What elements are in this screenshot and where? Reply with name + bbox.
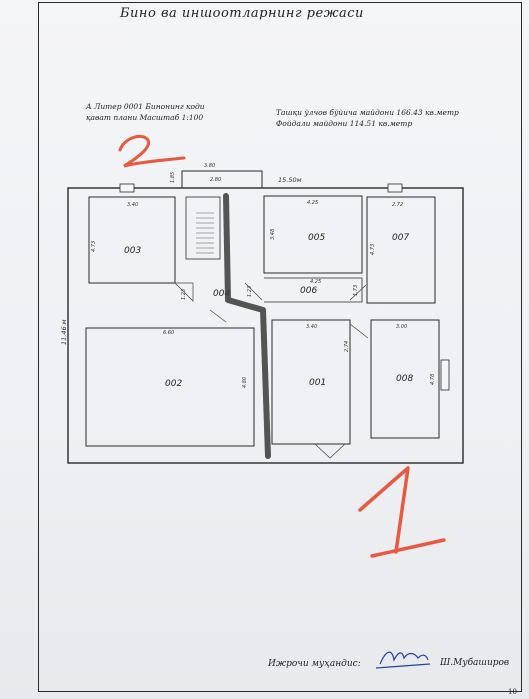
engineer-label: Ижрочи муҳандис:: [268, 659, 361, 669]
handwritten-1-mark: [358, 466, 446, 558]
room-006-outline: [264, 277, 363, 303]
room-008-label: 008: [396, 374, 413, 384]
porch-depth: 1.85: [170, 172, 176, 183]
room-003-width: 3.40: [127, 202, 138, 208]
room-007-label: 007: [392, 233, 409, 243]
drawing-frame: [38, 2, 522, 692]
room-002-outline: [85, 327, 255, 447]
overall-depth: 11.46 м: [60, 319, 68, 345]
room-003-depth: 4.73: [91, 241, 97, 252]
window: [387, 183, 403, 193]
page-title: Бино ва иншоотларнинг режаси: [120, 6, 364, 21]
stair: [185, 196, 221, 260]
page-number: 10: [508, 688, 517, 696]
door-dim: 2.74: [344, 341, 350, 352]
porch-width: 3.80: [204, 163, 215, 169]
room-002-width: 6.60: [163, 330, 174, 336]
porch: [181, 170, 263, 188]
room-002-depth: 4.80: [242, 377, 248, 388]
door-swings: [174, 282, 369, 459]
room-005-width: 4.25: [307, 200, 318, 206]
stair-treads: [196, 212, 214, 254]
room-004-depth: 1.23: [247, 286, 253, 297]
scale-label: қават плани Масштаб 1:100: [86, 113, 204, 122]
room-001-width: 3.40: [306, 324, 317, 330]
room-001-outline: [271, 319, 351, 445]
window: [440, 359, 450, 391]
window: [119, 183, 135, 193]
door-width: 2.80: [210, 177, 221, 183]
room-006-label: 006: [300, 286, 317, 296]
room-008-outline: [370, 319, 440, 439]
room-002-label: 002: [165, 379, 182, 389]
room-003-outline: [88, 196, 176, 284]
room-008-width: 3.00: [396, 324, 407, 330]
total-area: Ташқи ўлчов бўйича майдони 166.43 кв.мет…: [276, 108, 459, 117]
room-003-label: 003: [124, 246, 141, 256]
engineer-signature: [375, 651, 431, 669]
useful-area: Фойдали майдони 114.51 кв.метр: [276, 119, 413, 128]
room-004-label: 004: [213, 289, 230, 299]
corridor-dim: 1.73: [353, 285, 359, 296]
room-005-label: 005: [308, 233, 325, 243]
hall-dim: 1.23: [181, 289, 187, 300]
room-007-width: 2.72: [392, 202, 403, 208]
handwritten-2-mark: [118, 134, 186, 168]
liter-code: А Литер 0001 Бинонинг коди: [86, 102, 205, 111]
room-008-depth: 4.78: [430, 374, 436, 385]
pen-division-line: [223, 193, 271, 459]
room-005-depth: 3.48: [270, 229, 276, 240]
overall-width: 15.50м: [278, 176, 302, 184]
engineer-name: Ш.Мубаширов: [440, 658, 510, 668]
room-001-label: 001: [309, 378, 326, 388]
room-007-outline: [366, 196, 436, 304]
room-006-width: 4.25: [310, 279, 321, 285]
room-005-outline: [263, 195, 363, 274]
outer-wall: [67, 187, 464, 464]
room-007-depth: 4.73: [370, 244, 376, 255]
